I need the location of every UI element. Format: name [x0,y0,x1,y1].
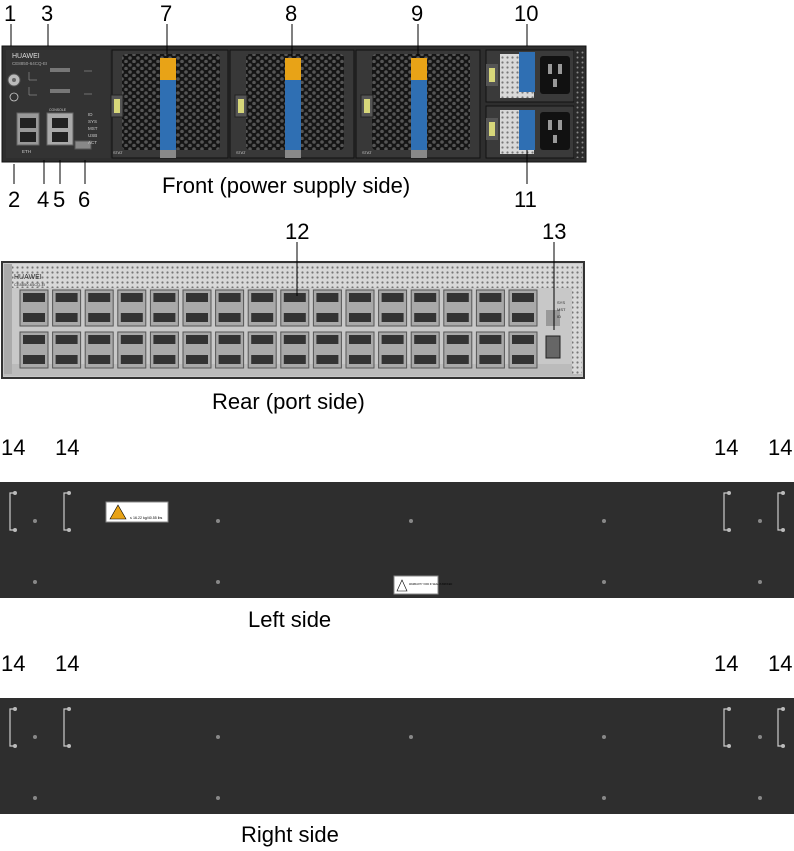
warranty-sticker-text: WARRANTY VOID IF SEAL IS BROKEN [409,583,452,586]
callout-14-right-4: 14 [768,651,793,676]
callout-14-left-3: 14 [714,435,739,460]
callout-14-left-1: 14 [1,435,26,460]
fan3-stat: STAT [362,150,372,155]
screw-hole-icon [409,519,413,523]
screw-hole-icon [216,519,220,523]
callout-14-left-4: 14 [768,435,793,460]
callout-6: 6 [78,187,91,212]
warning-sticker-text: ≤ 16.22 kg/40.55 lbs [130,516,163,520]
mounting-bracket-icon [9,708,14,747]
power-module-1 [485,49,575,103]
fan2-stat: STAT [236,150,246,155]
screw-hole-icon [409,735,413,739]
rear-status-id: ID [557,314,561,319]
rear-brand: HUAWEI [14,274,42,281]
front-brand: HUAWEI [12,53,40,60]
mounting-bracket-icon [63,492,68,531]
eth-label: ETH [22,149,31,154]
callout-4: 4 [37,187,50,212]
callout-9: 9 [411,1,424,26]
caption-front: Front (power supply side) [162,173,411,198]
screw-hole-icon [602,580,606,584]
screw-hole-icon [33,735,37,739]
screw-hole-icon [602,796,606,800]
console-label: CONSOLE [49,108,67,112]
callout-14-right-2: 14 [55,651,80,676]
caption-left: Left side [248,607,332,632]
indicator-mst: MST [88,126,98,131]
callout-14-right-3: 14 [714,651,739,676]
callout-12: 12 [285,219,310,244]
indicator-sys: SYS [88,119,97,124]
callout-14-right-1: 14 [1,651,26,676]
screw-hole-icon [216,796,220,800]
rear-model: CE8850-64CQ-EI [14,282,45,287]
screw-hole-icon [602,735,606,739]
callout-14-left-2: 14 [55,435,80,460]
ground-symbol-icon [9,92,19,102]
mounting-bracket-icon [9,492,14,531]
right-side-panel [0,698,794,814]
screw-hole-icon [758,735,762,739]
screw-hole-icon [758,796,762,800]
screw-hole-icon [758,519,762,523]
screw-hole-icon [33,580,37,584]
mounting-bracket-icon [777,492,782,531]
power-module-2 [485,105,575,159]
warning-triangle-icon [109,504,127,520]
callout-3: 3 [41,1,54,26]
callout-2: 2 [8,187,21,212]
screw-hole-icon [216,735,220,739]
rear-status-sys: SYS [557,300,565,305]
left-side-screws [9,491,785,584]
mounting-bracket-icon [723,492,728,531]
callout-7: 7 [160,1,173,26]
fan-module-2 [229,49,355,159]
callout-5: 5 [53,187,66,212]
screw-hole-icon [216,580,220,584]
screw-hole-icon [33,519,37,523]
mounting-bracket-icon [63,708,68,747]
fan1-stat: STAT [113,150,123,155]
screw-hole-icon [33,796,37,800]
callout-11: 11 [514,187,537,212]
screw-hole-icon [758,580,762,584]
rear-status-mst: MST [557,307,566,312]
callout-10: 10 [514,1,539,26]
screw-hole-icon [602,519,606,523]
front-model: CE8850-64CQ-EI [12,61,47,66]
caption-rear: Rear (port side) [212,389,365,414]
fan-module-1 [110,49,229,159]
indicator-id: ID [88,112,93,117]
mounting-bracket-icon [723,708,728,747]
callout-13: 13 [542,219,567,244]
warranty-sticker [393,575,439,595]
mounting-bracket-icon [777,708,782,747]
callout-1: 1 [4,1,17,26]
callout-8: 8 [285,1,298,26]
rear-mgmt-port-icon [545,335,561,359]
indicator-usb: USB [88,133,97,138]
caption-right: Right side [241,822,339,847]
right-side-screws [9,707,785,800]
rear-port-grid [19,289,538,369]
indicator-act: ACT [88,140,97,145]
console-port-icon [74,140,92,150]
